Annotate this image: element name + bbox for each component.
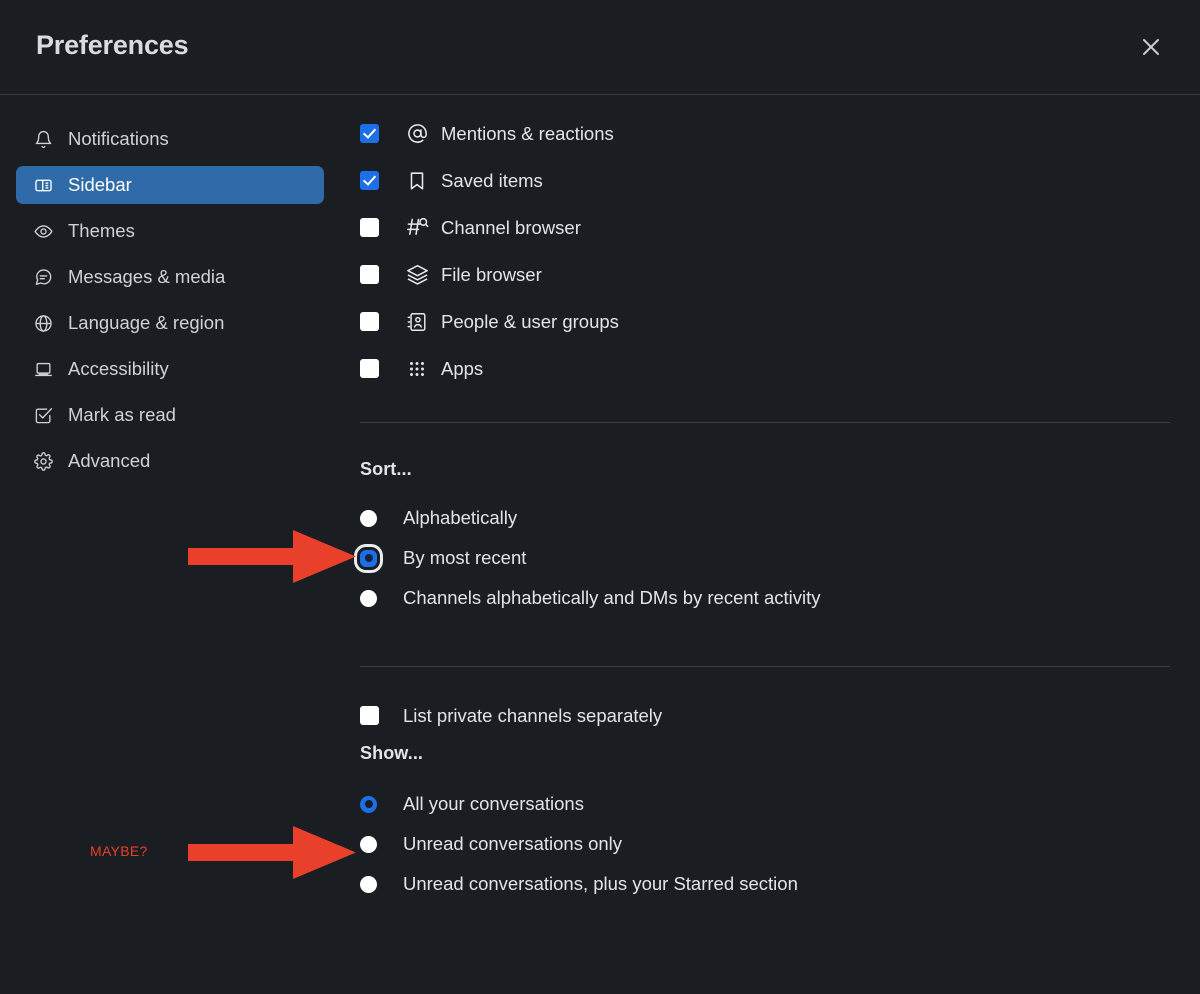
bookmark-icon [403,169,431,193]
radio-row-alphabetically[interactable]: Alphabetically [360,498,1170,538]
at-sign-icon [403,122,431,146]
radio-label: Unread conversations only [403,833,623,854]
laptop-icon [30,358,56,380]
sidebar-item-themes[interactable]: Themes [16,212,324,250]
globe-icon [30,312,56,334]
sidebar-item-advanced[interactable]: Advanced [16,442,324,480]
option-row-channel-browser[interactable]: Channel browser [360,204,1170,251]
sidebar-preferences-panel: Mentions & reactions Saved items [360,110,1170,904]
sidebar-panel-icon [30,174,56,196]
option-row-file-browser[interactable]: File browser [360,251,1170,298]
radio-alphabetically[interactable] [360,509,377,527]
checkbox-people-user-groups[interactable] [360,312,379,331]
option-label: Mentions & reactions [441,122,614,144]
radio-row-unread-plus-starred[interactable]: Unread conversations, plus your Starred … [360,864,1170,904]
radio-label: Channels alphabetically and DMs by recen… [403,587,821,608]
radio-unread-conversations-only[interactable] [360,835,377,853]
show-section: Show... All your conversations Unread co… [360,743,1170,904]
page-title: Preferences [36,30,189,60]
option-row-saved-items[interactable]: Saved items [360,157,1170,204]
option-label: List private channels separately [403,704,663,726]
sidebar-item-label: Sidebar [68,174,132,195]
radio-label: Unread conversations, plus your Starred … [403,873,798,894]
sort-section: Sort... Alphabetically By most recent Ch… [360,459,1170,618]
gear-icon [30,450,56,472]
red-arrow-pointing-to-by-most-recent [188,530,356,583]
section-divider [360,666,1170,667]
hash-search-icon [403,216,431,240]
annotation-maybe-label: MAYBE? [90,843,148,859]
radio-channels-alphabetically-dms-recent[interactable] [360,589,377,607]
grid-dots-icon [403,357,431,381]
radio-row-unread-conversations-only[interactable]: Unread conversations only [360,824,1170,864]
bell-icon [30,128,56,150]
sidebar-item-label: Accessibility [68,358,169,379]
option-row-apps[interactable]: Apps [360,345,1170,392]
radio-all-your-conversations[interactable] [360,795,377,813]
section-divider [360,422,1170,423]
radio-row-by-most-recent[interactable]: By most recent [360,538,1170,578]
option-row-people-user-groups[interactable]: People & user groups [360,298,1170,345]
sidebar-item-language-region[interactable]: Language & region [16,304,324,342]
option-label: Channel browser [441,216,581,238]
sidebar-item-sidebar[interactable]: Sidebar [16,166,324,204]
option-row-list-private-channels[interactable]: List private channels separately [360,692,1170,739]
sidebar-item-mark-as-read[interactable]: Mark as read [16,396,324,434]
radio-unread-plus-starred[interactable] [360,875,377,893]
sidebar-item-label: Notifications [68,128,169,149]
show-heading: Show... [360,743,424,763]
option-label: File browser [441,263,542,285]
sidebar-item-messages-media[interactable]: Messages & media [16,258,324,296]
preferences-nav: Notifications Sidebar The [0,120,340,488]
checkbox-mentions-reactions[interactable] [360,124,379,143]
radio-row-all-your-conversations[interactable]: All your conversations [360,784,1170,824]
checkbox-apps[interactable] [360,359,379,378]
layers-icon [403,263,431,287]
show-in-sidebar-options: Mentions & reactions Saved items [360,110,1170,392]
radio-by-most-recent[interactable] [360,549,377,567]
radio-label: Alphabetically [403,507,518,528]
radio-row-channels-alphabetically-dms-recent[interactable]: Channels alphabetically and DMs by recen… [360,578,1170,618]
option-label: Apps [441,357,484,379]
radio-label: By most recent [403,547,527,568]
sort-heading: Sort... [360,459,412,479]
option-row-mentions-reactions[interactable]: Mentions & reactions [360,110,1170,157]
sidebar-item-label: Mark as read [68,404,176,425]
option-label: Saved items [441,169,543,191]
checkbox-square-icon [30,404,56,426]
sidebar-item-label: Themes [68,220,135,241]
option-label: People & user groups [441,310,619,332]
radio-label: All your conversations [403,793,584,814]
sidebar-item-label: Advanced [68,450,151,471]
contact-card-icon [403,310,431,334]
checkbox-channel-browser[interactable] [360,218,379,237]
eye-icon [30,220,56,242]
message-bubble-icon [30,266,56,288]
red-arrow-pointing-to-unread-conversations-only [188,826,356,879]
sidebar-item-label: Messages & media [68,266,226,287]
checkbox-list-private-channels[interactable] [360,706,379,725]
sidebar-item-accessibility[interactable]: Accessibility [16,350,324,388]
sidebar-item-label: Language & region [68,312,225,333]
checkbox-file-browser[interactable] [360,265,379,284]
dialog-header: Preferences [0,0,1200,95]
sidebar-item-notifications[interactable]: Notifications [16,120,324,158]
close-icon[interactable] [1131,27,1171,67]
checkbox-saved-items[interactable] [360,171,379,190]
